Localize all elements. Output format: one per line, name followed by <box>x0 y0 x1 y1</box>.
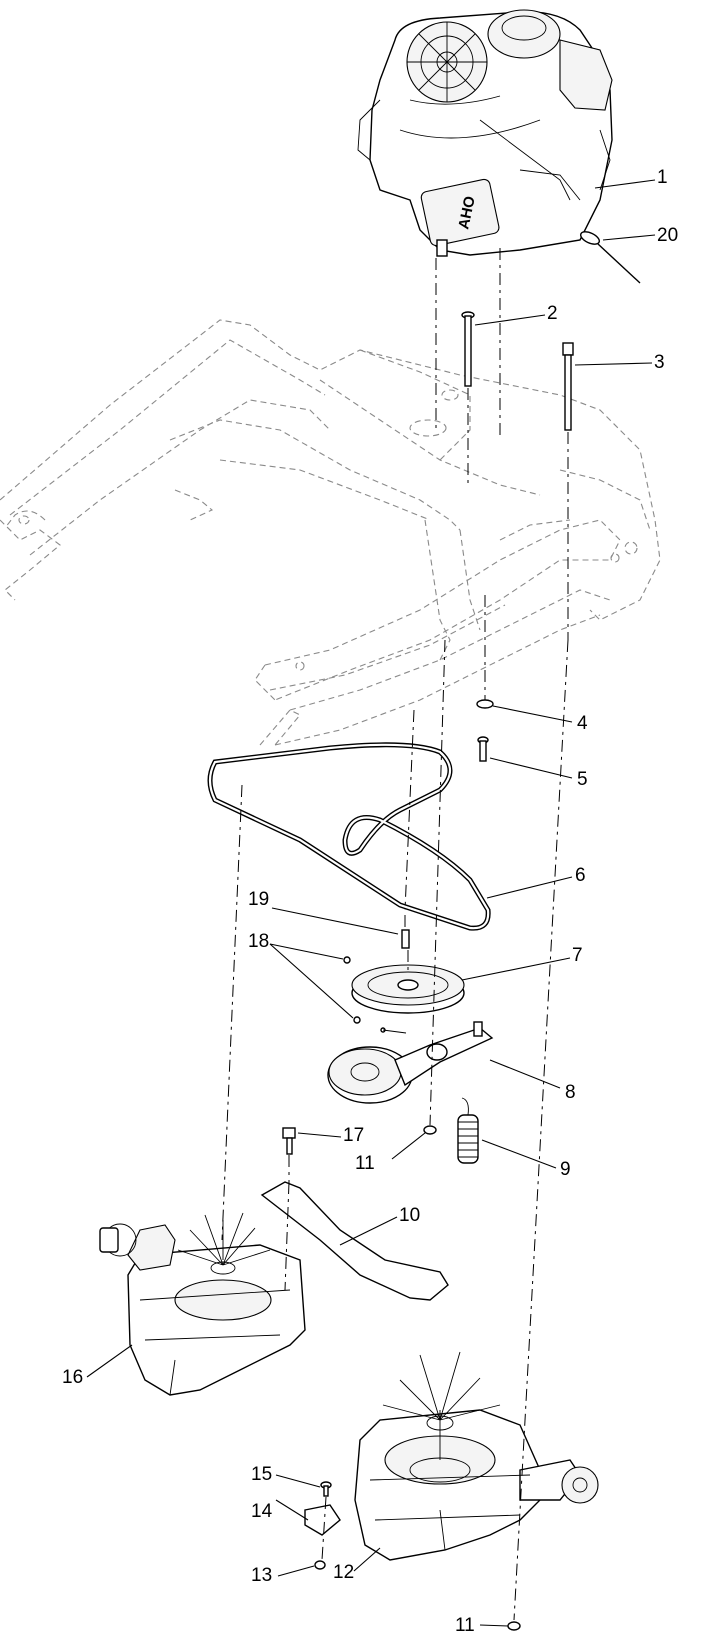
set-screw-18b <box>353 1016 361 1024</box>
callout-11b: 11 <box>455 1615 475 1636</box>
callout-7: 7 <box>572 945 583 966</box>
callout-8: 8 <box>565 1082 576 1103</box>
dipstick-handle <box>579 231 601 245</box>
callout-3: 3 <box>654 352 665 373</box>
callout-6: 6 <box>575 865 586 886</box>
callout-20: 20 <box>657 225 679 246</box>
hydrostatic-transmission-right <box>354 1351 599 1561</box>
callout-16: 16 <box>62 1367 84 1388</box>
callout-1: 1 <box>657 167 668 188</box>
bolt-5 <box>477 736 489 762</box>
washer-4 <box>476 699 494 709</box>
leader-lines <box>86 179 656 1627</box>
dipstick <box>597 243 641 284</box>
engine: AHO <box>357 9 641 284</box>
chassis-frame <box>0 319 661 746</box>
hydrostatic-transmission-left <box>99 1212 306 1396</box>
idler-pulley-arm <box>327 1021 494 1104</box>
nut-11a <box>423 1125 437 1135</box>
support-plate <box>260 1181 449 1301</box>
set-screw-18a <box>343 956 351 964</box>
bolt-17 <box>282 1127 296 1155</box>
callout-18: 18 <box>248 931 270 952</box>
callout-19: 19 <box>248 889 270 910</box>
screw-15 <box>320 1481 332 1497</box>
callout-12: 12 <box>333 1562 355 1583</box>
key-pin-19 <box>401 929 410 949</box>
callout-15: 15 <box>251 1464 273 1485</box>
callout-11a: 11 <box>355 1153 375 1174</box>
nut-11b <box>507 1621 521 1631</box>
callout-13: 13 <box>251 1565 273 1586</box>
callout-4: 4 <box>577 713 588 734</box>
bolt-3 <box>562 342 574 431</box>
callout-10: 10 <box>399 1205 421 1226</box>
callout-2: 2 <box>547 303 558 324</box>
idler-spring <box>457 1097 479 1164</box>
engine-brand-marking: AHO <box>455 194 479 230</box>
drive-belt <box>207 742 491 931</box>
pulley-7 <box>351 964 465 1014</box>
callout-14: 14 <box>251 1501 273 1522</box>
nut-13 <box>314 1560 326 1570</box>
callout-17: 17 <box>343 1125 365 1146</box>
alignment-axes <box>221 248 569 1621</box>
callout-9: 9 <box>560 1159 571 1180</box>
bolt-2 <box>461 311 475 387</box>
callout-5: 5 <box>577 769 588 790</box>
bracket-14 <box>304 1504 341 1536</box>
